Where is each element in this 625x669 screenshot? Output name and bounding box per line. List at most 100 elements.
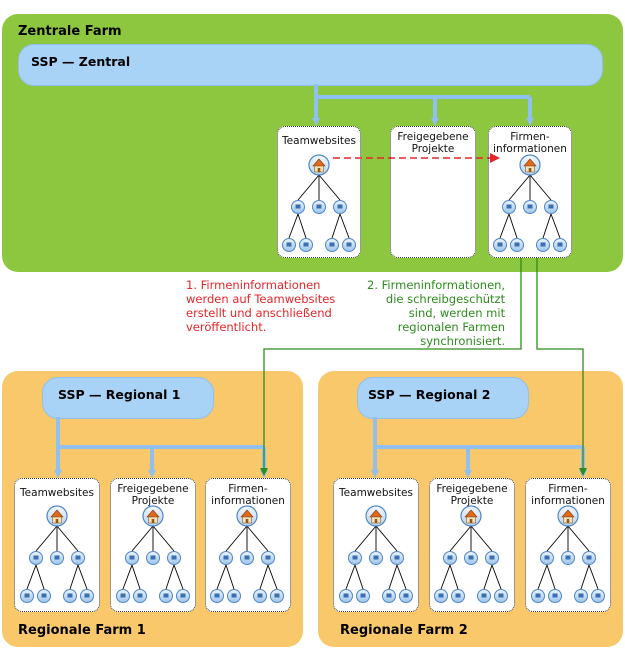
home-door-icon [317,168,321,172]
home-door-icon [469,519,473,523]
tree-branch [499,213,510,239]
site-node-glyph-icon [244,555,250,560]
tree-branch [225,564,235,590]
tree-branch [225,525,248,552]
tree-branch [267,564,278,590]
site-node-glyph-icon [346,242,352,247]
site-node-glyph-icon [360,593,366,598]
tree-branch [440,564,451,590]
site-node-glyph-icon [468,555,474,560]
site-node-glyph-icon [316,204,322,209]
site-node-glyph-icon [180,593,186,598]
tree-branch [131,525,154,552]
site-title: Firmen-informationen [531,483,605,507]
site-node-glyph-icon [438,593,444,598]
sync-note-line: synchronisiert. [420,334,506,348]
tree-branch [69,564,79,590]
tree-branch [588,564,599,590]
tree-branch [246,525,269,552]
site-node-glyph-icon [24,593,30,598]
publish-note: 1. Firmeninformationen werden auf Teamwe… [186,278,335,334]
tree-branch [35,525,58,552]
site-node-glyph-icon [129,555,135,560]
tree-branch [546,525,569,552]
site-node-glyph-icon [557,242,563,247]
site-node-glyph-icon [231,593,237,598]
site-node-glyph-icon [41,593,47,598]
tree-branch [508,213,518,239]
sync-arrow-regional-2 [536,258,587,476]
site-node-glyph-icon [303,242,309,247]
site-node-glyph-icon [286,242,292,247]
tree-branch [259,564,269,590]
tree-branch [216,564,227,590]
sync-note-line: 2. Firmeninformationen, [367,278,506,292]
tree-branch [542,213,552,239]
tree-branch [297,213,307,239]
site-node-glyph-icon [137,593,143,598]
tree-branch [354,564,364,590]
tree-branch [580,564,590,590]
tree-branch [173,564,184,590]
site-node-glyph-icon [373,555,379,560]
tree-branch [546,564,556,590]
sync-note-line: die schreibgeschützt [385,292,506,306]
publish-note-line: werden auf Teamwebsites [186,292,336,306]
site-node-glyph-icon [67,593,73,598]
site-node-glyph-icon [506,204,512,209]
tree-branch [339,213,350,239]
tree-branch [508,174,531,201]
tree-branch [375,525,398,552]
tree-branch [550,213,561,239]
ssp-regional-1-label: SSP — Regional 1 [58,387,181,402]
ssp-regional-1: SSP — Regional 1 [42,377,214,419]
publish-note-line: 1. Firmeninformationen [186,278,321,292]
site-node-glyph-icon [578,593,584,598]
site-node-glyph-icon [33,555,39,560]
site-node-glyph-icon [535,593,541,598]
central-farm-title: Zentrale Farm [18,24,122,39]
publish-note-line: veröffentlicht. [186,320,267,334]
tree-branch [449,564,459,590]
site-node-glyph-icon [447,555,453,560]
site-node-glyph-icon [150,555,156,560]
sync-arrow-regional-1 [260,258,522,476]
tree-branch [345,564,356,590]
ssp-regional-2-label: SSP — Regional 2 [368,387,491,402]
site-node-glyph-icon [544,555,550,560]
tree-branch [318,174,341,201]
site-title: Teamwebsites [282,135,356,147]
site-node-glyph-icon [295,204,301,209]
tree-branch [537,564,548,590]
site-node-glyph-icon [540,242,546,247]
regional-farm-1-title: Regionale Farm 1 [18,623,146,638]
site-node-glyph-icon [514,242,520,247]
tree-branch [470,525,493,552]
sync-note-line: regionalen Farmen [397,320,506,334]
site-title: Firmen-informationen [211,483,285,507]
home-door-icon [528,168,532,172]
site-node-glyph-icon [497,242,503,247]
site-node-glyph-icon [352,555,358,560]
home-door-icon [374,519,378,523]
site-node-glyph-icon [586,555,592,560]
tree-branch [491,564,502,590]
ssp-central-label: SSP — Zentral [31,54,131,69]
tree-branch [35,564,45,590]
publish-note-line: erstellt und anschließend [186,306,332,320]
site-node-glyph-icon [394,555,400,560]
tree-branch [165,564,175,590]
tree-branch [297,174,320,201]
tree-branch [26,564,37,590]
sync-note-line: sind, werden mit [408,306,506,320]
site-node-glyph-icon [223,555,229,560]
tree-branch [131,564,141,590]
ssp-regional-2: SSP — Regional 2 [357,377,529,419]
tree-branch [449,525,472,552]
tree-branch [77,564,88,590]
site-node-glyph-icon [265,555,271,560]
